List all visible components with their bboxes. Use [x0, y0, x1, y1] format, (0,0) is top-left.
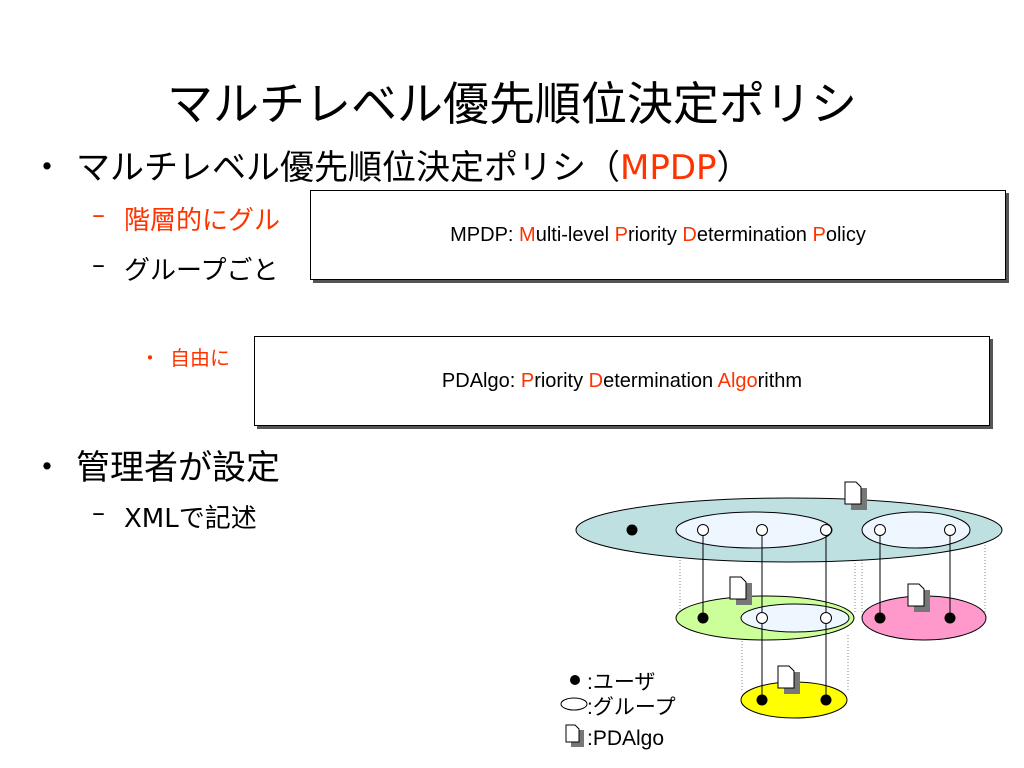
user-node — [697, 524, 709, 536]
bullet-marker: ・ — [30, 148, 64, 188]
pdalgo-definition-text: PDAlgo: Priority Determination Algorithm — [442, 370, 802, 393]
sub-bullet-per-group: グループごと — [124, 256, 279, 286]
user-node — [756, 612, 768, 624]
user-node — [756, 694, 768, 706]
sub-bullet-xml: XMLで記述 — [124, 504, 257, 534]
pdalgo-document-icon — [729, 576, 752, 605]
sub-bullet-hierarchical: 階層的にグル — [124, 206, 281, 236]
mpdp-definition-text: MPDP: Multi-level Priority Determination… — [450, 224, 866, 247]
user-node — [756, 524, 768, 536]
mpdp-part: ulti-level — [535, 223, 615, 246]
sub-sub-bullet-dot: ・ — [140, 346, 160, 370]
pdalgo-part: Algo — [717, 369, 758, 392]
pdalgo-part: etermination — [603, 369, 718, 392]
user-nodes — [626, 524, 956, 706]
user-node — [626, 524, 638, 536]
legend-group-label: :グループ — [587, 696, 676, 719]
sub-bullet-dash: – — [92, 200, 105, 230]
pdalgo-document-icon — [844, 481, 867, 510]
pdalgo-document-icon — [777, 665, 800, 694]
bullet-mpdp-accent: MPDP — [620, 148, 717, 188]
sub-sub-bullet-freely: 自由に — [170, 346, 230, 370]
mpdp-part: P — [812, 223, 826, 246]
bullet-mpdp-close: ） — [716, 148, 751, 188]
mpdp-part: M — [519, 223, 536, 246]
bullet-mpdp: マルチレベル優先順位決定ポリシ（MPDP） — [76, 140, 751, 189]
bullet-marker: ・ — [30, 448, 64, 488]
legend-pdalgo-icon — [565, 724, 584, 747]
page-title: マルチレベル優先順位決定ポリシ — [167, 77, 857, 131]
pdalgo-part: D — [588, 369, 604, 392]
pdalgo-prefix: PDAlgo: — [441, 369, 521, 392]
user-node — [944, 612, 956, 624]
subgroup-ellipse — [861, 511, 971, 549]
guide-lines — [679, 545, 986, 690]
mpdp-part: etermination — [696, 223, 813, 246]
bullet-admin-sets: 管理者が設定 — [76, 448, 280, 488]
legend-group-icon — [560, 697, 588, 711]
subgroup-ellipse — [740, 603, 850, 633]
user-node — [820, 694, 832, 706]
membership-lines — [702, 530, 951, 700]
mpdp-part: D — [682, 223, 697, 246]
user-node — [820, 524, 832, 536]
mpdp-part: olicy — [825, 223, 866, 246]
mpdp-prefix: MPDP: — [450, 223, 520, 246]
mpdp-part: riority — [627, 223, 683, 246]
pdalgo-part: P — [520, 369, 535, 392]
user-node — [874, 612, 886, 624]
legend-user-icon — [570, 675, 580, 685]
legend-user-label: :ユーザ — [587, 671, 655, 694]
legend-pdalgo-label: :PDAlgo — [587, 727, 664, 750]
sub-bullet-dash: – — [92, 498, 105, 528]
pdalgo-part: rithm — [757, 369, 803, 392]
legend: :ユーザ :グループ :PDAlgo — [560, 671, 676, 750]
user-node — [820, 612, 832, 624]
pdalgo-document-icon — [907, 583, 930, 612]
user-node — [874, 524, 886, 536]
sub-bullet-dash: – — [92, 250, 105, 280]
bullet-mpdp-text: マルチレベル優先順位決定ポリシ（ — [76, 148, 620, 188]
mpdp-part: P — [614, 223, 628, 246]
user-node — [944, 524, 956, 536]
user-node — [697, 612, 709, 624]
mpdp-definition-box: MPDP: Multi-level Priority Determination… — [310, 190, 1006, 280]
pdalgo-part: riority — [534, 369, 589, 392]
pdalgo-definition-box: PDAlgo: Priority Determination Algorithm — [254, 336, 990, 426]
